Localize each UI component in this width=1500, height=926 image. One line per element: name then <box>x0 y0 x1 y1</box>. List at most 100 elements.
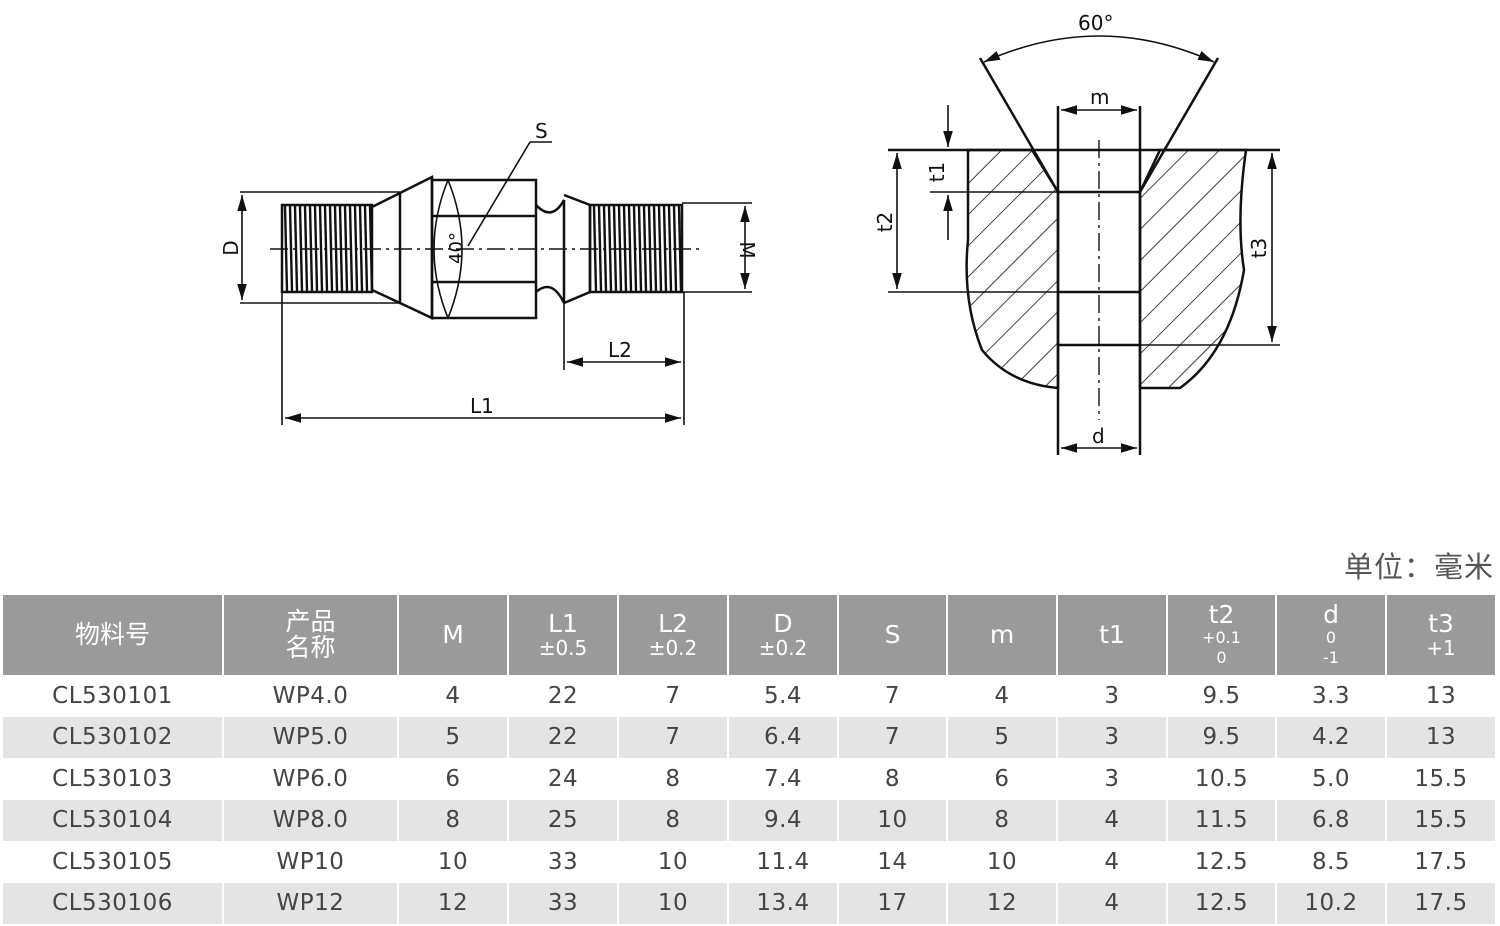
header-D: D±0.2 <box>729 595 839 675</box>
table-cell: WP8.0 <box>224 799 399 841</box>
left-taper <box>399 174 434 320</box>
table-cell: 22 <box>509 675 619 717</box>
table-cell: 8 <box>619 799 729 841</box>
table-cell: CL530103 <box>3 758 224 800</box>
table-cell: 8 <box>399 799 509 841</box>
table-cell: 25 <box>509 799 619 841</box>
table-cell: 5.0 <box>1277 758 1387 800</box>
label-M: M <box>735 241 759 258</box>
table-cell: 4 <box>1058 799 1168 841</box>
table-cell: 10 <box>619 882 729 924</box>
left-cone <box>371 190 402 305</box>
table-cell: 3 <box>1058 716 1168 758</box>
table-cell: 11.4 <box>729 841 839 883</box>
table-cell: 12 <box>948 882 1058 924</box>
label-60deg: 60° <box>1078 11 1113 35</box>
table-cell: 10 <box>619 841 729 883</box>
unit-label: 单位：毫米 <box>1343 550 1494 584</box>
table-cell: 8 <box>619 758 729 800</box>
stud-part-view: D M S 40° L2 L1 <box>219 119 759 425</box>
label-t3: t3 <box>1247 238 1271 259</box>
table-cell: 12.5 <box>1168 841 1277 883</box>
table-cell: 13 <box>1387 716 1495 758</box>
table-cell: 5 <box>948 716 1058 758</box>
material-right <box>1138 148 1248 390</box>
table-cell: 3 <box>1058 675 1168 717</box>
table-cell: 7 <box>839 675 948 717</box>
table-cell: 6 <box>948 758 1058 800</box>
header-t1: t1 <box>1058 595 1168 675</box>
label-S: S <box>535 119 548 143</box>
table-cell: WP4.0 <box>224 675 399 717</box>
header-L1: L1±0.5 <box>509 595 619 675</box>
header-M: M <box>399 595 509 675</box>
table-cell: 4 <box>1058 882 1168 924</box>
table-cell: 24 <box>509 758 619 800</box>
table-cell: 10 <box>948 841 1058 883</box>
header-S: S <box>839 595 948 675</box>
table-cell: WP5.0 <box>224 716 399 758</box>
table-cell: 3.3 <box>1277 675 1387 717</box>
label-L1: L1 <box>470 394 494 418</box>
hex-body <box>430 178 538 320</box>
table-cell: WP12 <box>224 882 399 924</box>
table-cell: CL530105 <box>3 841 224 883</box>
table-header-row: 物料号 产品 名称 M L1±0.5 L2±0.2 D±0.2 S m t1 t… <box>3 595 1495 675</box>
table-cell: 8 <box>948 799 1058 841</box>
table-cell: 3 <box>1058 758 1168 800</box>
header-L2: L2±0.2 <box>619 595 729 675</box>
technical-drawing: D M S 40° L2 L1 <box>219 11 1280 455</box>
table-cell: 4 <box>948 675 1058 717</box>
table-cell: WP10 <box>224 841 399 883</box>
hole-section-view: 60° m t1 t2 t3 d <box>873 11 1280 455</box>
table-cell: 10 <box>839 799 948 841</box>
header-t3: t3+1 <box>1387 595 1495 675</box>
table-cell: 17.5 <box>1387 882 1495 924</box>
table-cell: 7 <box>619 675 729 717</box>
table-cell: 10.2 <box>1277 882 1387 924</box>
table-cell: CL530102 <box>3 716 224 758</box>
header-product-name: 产品 名称 <box>224 595 399 675</box>
table-cell: 4 <box>399 675 509 717</box>
table-cell: 9.5 <box>1168 716 1277 758</box>
table-cell: 6.8 <box>1277 799 1387 841</box>
table-cell: 13 <box>1425 682 1457 709</box>
table-cell: 6.4 <box>729 716 839 758</box>
table-cell: 22 <box>509 716 619 758</box>
table-cell: WP6.0 <box>224 758 399 800</box>
table-cell: 14 <box>839 841 948 883</box>
table-cell: CL530106 <box>3 882 224 924</box>
table-cell: 10.5 <box>1168 758 1277 800</box>
table-cell: 4 <box>1058 841 1168 883</box>
table-cell: 8.5 <box>1277 841 1387 883</box>
table-cell: 5 <box>399 716 509 758</box>
label-d: d <box>1092 424 1105 448</box>
table-cell: 12 <box>399 882 509 924</box>
table-cell: 10 <box>399 841 509 883</box>
label-m: m <box>1090 85 1109 109</box>
spec-table: 物料号 产品 名称 M L1±0.5 L2±0.2 D±0.2 S m t1 t… <box>3 595 1495 924</box>
table-cell: 33 <box>509 882 619 924</box>
label-L2: L2 <box>608 338 632 362</box>
table-cell: 12.5 <box>1168 882 1277 924</box>
table-cell: 5.4 <box>729 675 839 717</box>
header-material-no: 物料号 <box>3 595 224 675</box>
table-cell: 33 <box>509 841 619 883</box>
table-cell: CL530104 <box>3 799 224 841</box>
table-cell: 9.5 <box>1168 675 1277 717</box>
table-cell: CL530101 <box>3 675 224 717</box>
table-cell: 15.5 <box>1387 799 1495 841</box>
table-cell: 17.5 <box>1414 848 1468 875</box>
neck <box>535 199 566 304</box>
header-m: m <box>948 595 1058 675</box>
label-t2: t2 <box>873 212 897 233</box>
table-cell: 7 <box>839 716 948 758</box>
